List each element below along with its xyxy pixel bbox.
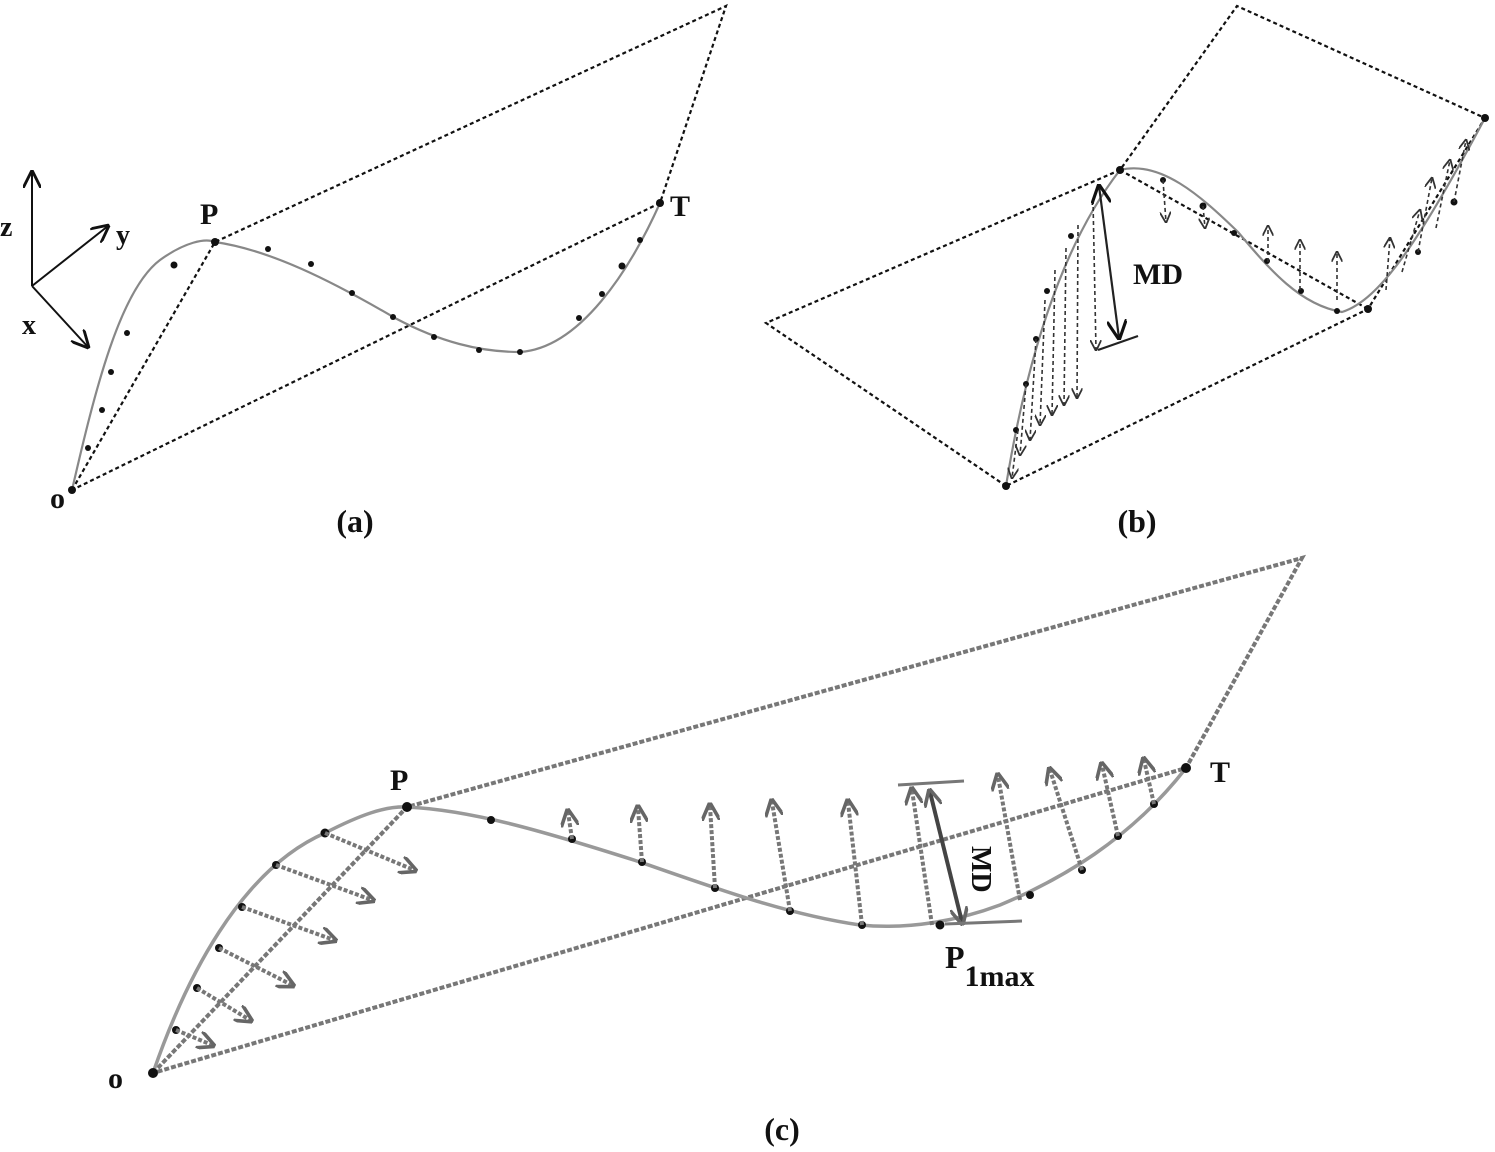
plane-outline-b [763,4,1487,487]
curve-point [148,1068,158,1078]
axis-triad: z y x [0,172,130,347]
curve-point [308,261,314,267]
pmax-label: P1max [945,939,1035,993]
curve-point [265,246,271,252]
curve-point [99,407,105,413]
curve-point [656,199,664,207]
trajectory-curve-a [70,202,662,491]
deviation-arrows-c [175,760,1154,1045]
panel-a: z y x P T [0,3,728,539]
pmax-sub: 1max [965,960,1035,993]
curve-point [1231,230,1237,236]
point-o-label-c: o [108,1062,123,1095]
point-p-label-c: P [390,764,408,797]
curve-point [1181,763,1191,773]
pmax-main: P [945,939,965,975]
trajectory-curve-b [1004,117,1486,487]
y-axis-arrow [31,226,108,287]
curve-point [1002,482,1010,490]
caption-b: (b) [1117,503,1156,539]
md-double-arrow [1099,186,1119,338]
curve-point [637,237,643,243]
curve-point [1334,308,1340,314]
md-indicator-c: MD [897,779,1023,926]
curve-point [1026,891,1034,899]
x-axis-arrow [31,285,88,347]
curve-points-a [68,199,664,494]
curve-point [1364,305,1372,313]
md-label-c: MD [965,846,996,893]
md-tick [1097,334,1139,352]
axis-z-label: z [0,212,12,243]
curve-point [517,349,523,355]
curve-point [170,261,178,269]
panel-b: MD (b) [763,4,1489,539]
curve-point [599,291,605,297]
md-label-b: MD [1133,258,1183,291]
curve-point [487,816,495,824]
md-indicator-b: MD [1097,186,1183,352]
point-p-label-a: P [200,198,218,231]
curve-point [1068,233,1074,239]
panel-c: MD P T o P1max (c) [108,554,1307,1147]
caption-c: (c) [764,1111,800,1147]
curve-point [618,262,626,270]
point-t-label-a: T [670,190,690,223]
caption-a: (a) [336,503,373,539]
md-bottom-tick [944,919,1023,926]
curve-point [1298,288,1304,294]
curve-point [390,314,396,320]
point-o-label-a: o [50,482,65,515]
curve-point [85,445,91,451]
curve-point [1264,258,1270,264]
curve-point [402,802,412,812]
md-double-arrow-c [930,792,962,922]
curve-point [124,330,130,336]
curve-point [1481,114,1489,122]
curve-points-b [1002,114,1489,490]
md-top-tick [897,779,965,787]
curve-point [431,334,437,340]
curve-point [349,290,355,296]
curve-point [68,486,76,494]
axis-y-label: y [116,220,130,251]
curve-point [935,920,945,930]
deviation-arrows-b [1012,140,1466,478]
curve-point [211,238,219,246]
plane-outline-a [71,3,728,491]
curve-point [476,347,482,353]
plane-outline-c [151,554,1307,1075]
curve-point [1116,166,1124,174]
point-t-label-c: T [1210,756,1230,789]
axis-x-label: x [22,310,36,341]
curve-point [108,369,114,375]
curve-point [576,315,582,321]
curve-point [1044,288,1050,294]
